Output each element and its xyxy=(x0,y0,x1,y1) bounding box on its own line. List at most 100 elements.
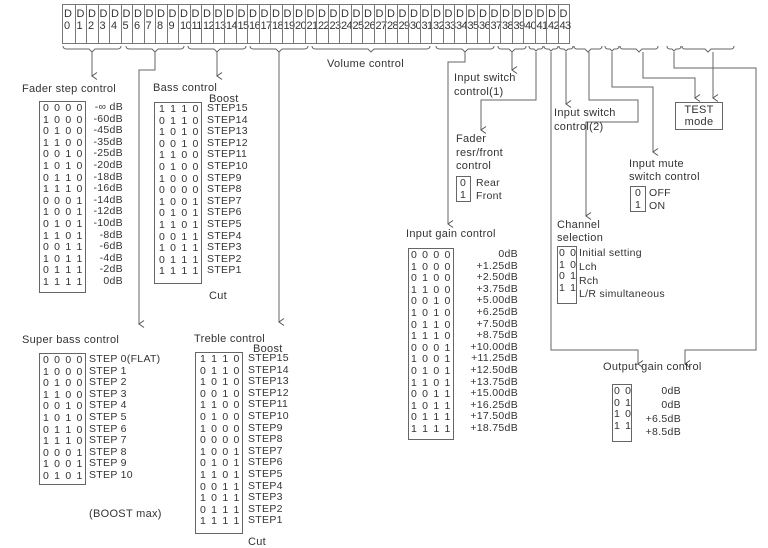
setting-value: STEP14 xyxy=(248,363,289,376)
brace-d16-d23 xyxy=(311,45,431,53)
bit-number: 8 xyxy=(157,20,163,32)
setting-value: STEP9 xyxy=(207,171,242,184)
bit-number: 3 xyxy=(99,20,106,32)
bit-number: 24 xyxy=(341,20,353,32)
setting-value: STEP11 xyxy=(207,148,248,161)
bit-code: 0 1 1 0 xyxy=(159,114,200,127)
setting-value: Lch xyxy=(579,260,597,273)
bit-prefix: D xyxy=(525,8,533,20)
fader-rear-front-label: Fader resr/front control xyxy=(456,133,503,174)
setting-value: STEP 3 xyxy=(89,387,127,400)
bit-number: 22 xyxy=(318,20,330,32)
bit-prefix: D xyxy=(467,8,476,20)
bit-code: 0 1 1 1 xyxy=(411,411,452,424)
bit-number: 41 xyxy=(536,20,549,32)
bit-number: 25 xyxy=(352,20,365,32)
bit-code: 0 1 0 1 xyxy=(43,469,84,482)
bit-code: 0 0 0 1 xyxy=(411,341,452,354)
bit-code: 1 0 1 1 xyxy=(200,492,241,505)
brace-d35 xyxy=(604,45,620,52)
setting-value: Rear xyxy=(476,177,500,189)
bit-code: 1 1 1 0 xyxy=(43,183,84,196)
setting-value: -10dB xyxy=(93,216,123,229)
setting-value: STEP1 xyxy=(207,264,242,277)
bit-code: 0 1 0 1 xyxy=(200,457,241,470)
brace-d33-d34 xyxy=(573,45,603,53)
setting-value: STEP13 xyxy=(207,125,248,138)
bit-code: 0 xyxy=(635,187,643,199)
bit-code: 0 1 0 1 xyxy=(43,217,84,230)
channel-line1: Channel xyxy=(557,219,601,231)
bit-code: 1 0 1 0 xyxy=(43,159,84,172)
bass-boost-label: Boost xyxy=(209,93,239,105)
setting-value: STEP 1 xyxy=(89,364,127,377)
setting-value: STEP3 xyxy=(207,241,242,254)
bit-prefix: D xyxy=(410,8,418,20)
bit-number: 35 xyxy=(467,20,480,32)
setting-value: STEP4 xyxy=(207,229,242,242)
bit-code: 1 1 1 1 xyxy=(411,422,452,435)
setting-value: STEP5 xyxy=(248,467,283,480)
bit-code: 1 xyxy=(460,188,468,201)
bit-code: 1 1 xyxy=(614,419,633,432)
bit-number: 23 xyxy=(329,20,342,32)
bit-number: 4 xyxy=(111,20,117,32)
bit-code: 1 1 1 1 xyxy=(43,275,84,288)
setting-value: STEP2 xyxy=(207,252,242,265)
setting-value: STEP12 xyxy=(248,386,289,399)
setting-value: +11.25dB xyxy=(471,352,518,365)
bit-code: 1 0 0 0 xyxy=(43,113,84,126)
bit-prefix: D xyxy=(157,8,165,20)
setting-value: -∞ dB xyxy=(94,101,123,113)
treble-cut-label: Cut xyxy=(248,536,267,548)
brace-d31 xyxy=(543,45,559,52)
bit-code: 0 1 1 0 xyxy=(411,318,452,331)
bit-code: 0 0 1 0 xyxy=(200,387,241,400)
bit-code: 0 1 0 0 xyxy=(43,125,84,138)
setting-value: STEP11 xyxy=(248,398,289,411)
bit-prefix: D xyxy=(145,8,154,20)
bit-number: 5 xyxy=(122,20,129,32)
bit-code: 0 0 0 1 xyxy=(43,446,84,459)
bit-prefix: D xyxy=(421,8,430,20)
bit-code: 1 0 0 0 xyxy=(159,172,200,185)
bit-code: 0 0 0 1 xyxy=(43,194,84,207)
input-mute-line1: Input mute xyxy=(629,158,684,170)
brace-d40-d43 xyxy=(681,45,735,53)
setting-value: ON xyxy=(649,199,666,212)
bit-code: 1 0 0 1 xyxy=(43,206,84,219)
bass-title: Bass control xyxy=(153,82,218,94)
setting-value: STEP5 xyxy=(207,217,242,230)
setting-value: 0dB xyxy=(103,274,123,287)
bit-number: 43 xyxy=(559,20,572,32)
bit-prefix: D xyxy=(122,8,131,20)
input-mute-label: Input mute switch control xyxy=(629,158,700,184)
bit-code: 0 0 0 0 xyxy=(159,184,200,197)
bit-number: 29 xyxy=(398,20,411,32)
bit-prefix: D xyxy=(318,8,326,20)
bit-number: 17 xyxy=(260,20,273,32)
bit-prefix: D xyxy=(76,8,85,20)
bit-code: 0 1 0 0 xyxy=(411,272,452,285)
bit-number: 40 xyxy=(525,20,537,32)
bit-prefix: D xyxy=(306,8,315,20)
setting-value: STEP4 xyxy=(248,479,283,492)
